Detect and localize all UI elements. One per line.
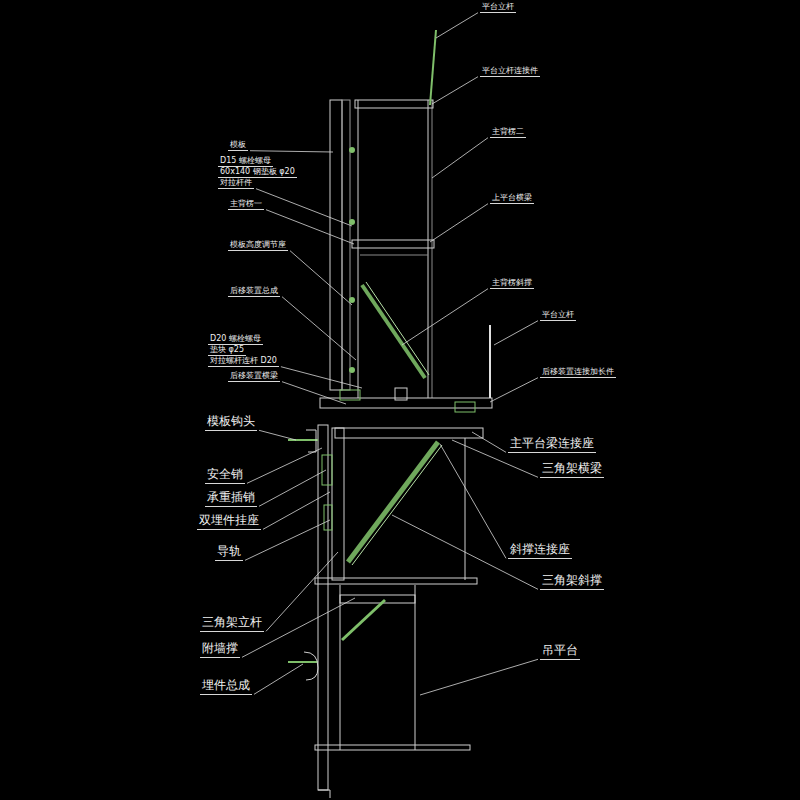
leader-line xyxy=(263,492,330,529)
part-label: 附墙撑 xyxy=(200,642,240,658)
leader-line xyxy=(266,552,338,631)
note-label: 后移装置连接加长件 xyxy=(540,367,616,378)
note-label: D15 螺栓螺母 xyxy=(218,156,273,167)
triangle-post xyxy=(465,438,466,580)
anchor-hook xyxy=(304,652,318,680)
part-label: 埋件总成 xyxy=(200,679,252,695)
retreat-device xyxy=(455,402,475,412)
formwork-panel xyxy=(342,100,350,390)
platform-beam xyxy=(352,240,434,248)
leader-line xyxy=(494,321,538,345)
leader-line xyxy=(432,138,488,178)
note-label: 60x140 钢垫板 φ20 xyxy=(218,167,297,178)
leader-line xyxy=(440,444,506,558)
triangle-brace xyxy=(352,445,442,565)
note-label: 平台立杆 xyxy=(480,2,516,13)
wall-brace xyxy=(342,600,385,640)
anchor-hook xyxy=(306,430,316,452)
retreat-device xyxy=(395,388,407,400)
note-label: 平台立杆 xyxy=(540,310,576,321)
part-label: 模板钩头 xyxy=(205,415,257,431)
part-label: 三角架斜撑 xyxy=(540,574,604,590)
bolt xyxy=(349,297,355,303)
leader-line xyxy=(290,251,352,305)
note-label: 主背楞二 xyxy=(490,127,526,138)
part-label: 安全销 xyxy=(205,468,245,484)
hanging-beam xyxy=(315,745,470,750)
note-label: 模板高度调节座 xyxy=(228,240,288,251)
platform-post xyxy=(489,325,491,398)
leader-line xyxy=(420,659,538,695)
part-label: 主平台梁连接座 xyxy=(508,437,596,453)
platform-post xyxy=(430,30,436,105)
leader-line xyxy=(256,189,352,226)
part-label: 双埋件挂座 xyxy=(197,514,261,530)
leader-line xyxy=(430,204,488,242)
note-label: 上平台横梁 xyxy=(490,193,534,204)
hanging-post xyxy=(415,585,416,750)
hanger-seat xyxy=(322,455,332,485)
hanging-beam xyxy=(340,595,415,603)
leader-line xyxy=(250,151,333,152)
anchor-bolt xyxy=(288,661,318,663)
leader-line xyxy=(472,432,506,452)
hanger-seat xyxy=(324,505,332,530)
note-label: 垫块 φ25 xyxy=(208,345,246,356)
leader-line xyxy=(259,430,296,440)
frame-column xyxy=(358,100,359,398)
platform-beam xyxy=(315,578,477,584)
leader-line xyxy=(254,664,303,694)
leader-line xyxy=(432,77,478,104)
note-label: 模板 xyxy=(228,140,248,151)
note-label: 主背楞一 xyxy=(228,199,264,210)
part-label: 承重插销 xyxy=(205,491,257,507)
frame-column xyxy=(428,100,429,398)
guide-rail xyxy=(318,425,328,790)
note-label: D20 螺栓螺母 xyxy=(208,334,263,345)
triangle-brace xyxy=(348,442,438,562)
part-label: 三角架横梁 xyxy=(540,462,604,478)
bolt xyxy=(349,219,355,225)
part-label: 导轨 xyxy=(215,545,243,561)
note-label: 后移装置总成 xyxy=(228,286,280,297)
part-label: 三角架立杆 xyxy=(200,616,264,632)
frame-column xyxy=(432,100,433,398)
note-label: 平台立杆连接件 xyxy=(480,66,540,77)
leader-line xyxy=(402,289,488,345)
frame-line xyxy=(360,255,428,256)
note-label: 对拉杆件 xyxy=(218,178,254,189)
note-label: 后移装置横梁 xyxy=(228,371,280,382)
note-label: 主背楞斜撑 xyxy=(490,278,534,289)
leader-line xyxy=(436,13,478,38)
diagonal-brace xyxy=(366,282,429,375)
leader-line xyxy=(281,367,362,388)
leader-line xyxy=(490,378,538,402)
part-label: 吊平台 xyxy=(540,644,580,660)
platform-beam xyxy=(355,100,433,108)
triangle-beam xyxy=(335,428,483,438)
diagonal-brace xyxy=(362,285,425,378)
leader-line xyxy=(266,210,354,244)
leader-line xyxy=(282,297,356,360)
note-label: 对拉螺杆连杆 D20 xyxy=(208,356,279,367)
rail-end xyxy=(318,790,330,798)
leader-line xyxy=(282,382,346,404)
retreat-device xyxy=(340,390,360,400)
bolt xyxy=(349,147,355,153)
part-label: 斜撑连接座 xyxy=(508,543,572,559)
bolt xyxy=(349,367,355,373)
leader-line xyxy=(259,470,326,506)
hanging-post xyxy=(340,585,341,750)
